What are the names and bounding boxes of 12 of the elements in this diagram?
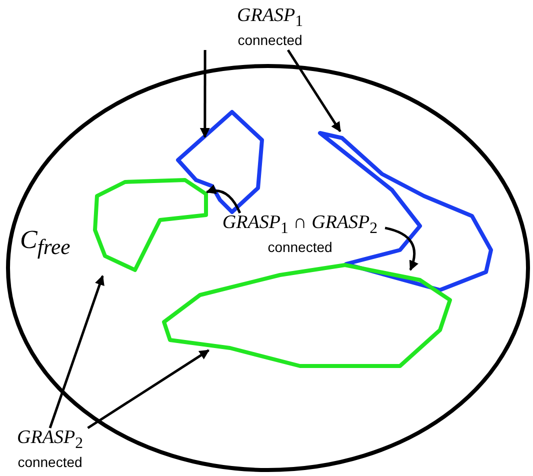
space-label: C$_{free}$ bbox=[20, 225, 70, 260]
arrow bbox=[87, 349, 210, 430]
caption-text: connected bbox=[236, 32, 304, 48]
arrow bbox=[48, 275, 104, 428]
set-label: GRASP$_{2}$ bbox=[16, 428, 84, 454]
set-label: GRASP$_{1}$ bbox=[236, 6, 304, 32]
caption-text: connected bbox=[266, 238, 334, 255]
set-label: GRASP$_{1}$ ∩ GRASP$_{2}$ bbox=[221, 213, 379, 239]
arrow bbox=[200, 50, 210, 138]
caption-text: connected bbox=[16, 454, 84, 470]
arrow bbox=[286, 49, 342, 132]
arrow bbox=[384, 226, 418, 271]
